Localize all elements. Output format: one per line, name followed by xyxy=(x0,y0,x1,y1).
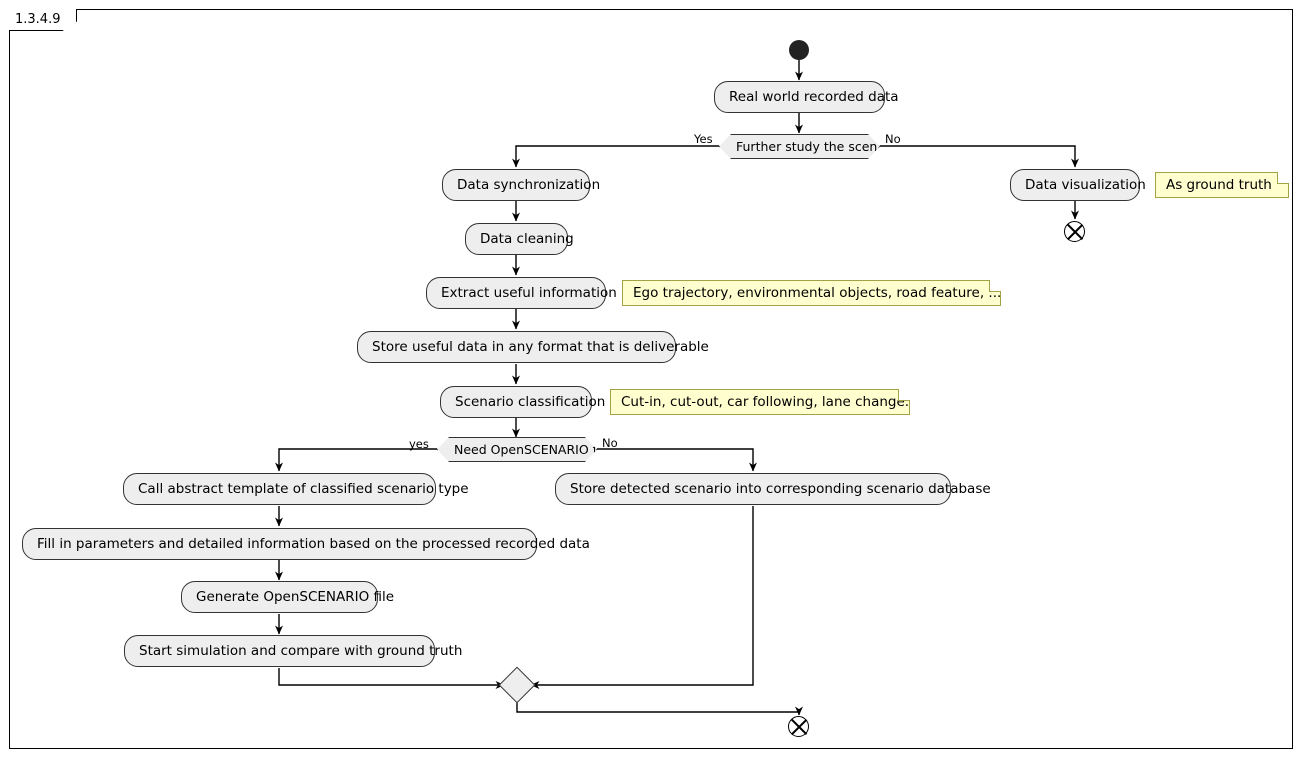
note-text: Cut-in, cut-out, car following, lane cha… xyxy=(621,394,910,410)
activity-call-abstract-template[interactable]: Call abstract template of classified sce… xyxy=(123,473,469,505)
note-text: Ego trajectory, environmental objects, r… xyxy=(633,285,1002,301)
decision-need-openscenario-file[interactable]: Need OpenSCENARIO file? xyxy=(437,437,597,462)
note-fold-corner xyxy=(989,280,1001,292)
initial-node xyxy=(789,40,809,60)
activity-fill-in-parameters[interactable]: Fill in parameters and detailed informat… xyxy=(22,528,590,560)
flow-final-node-right xyxy=(1064,221,1085,242)
activity-scenario-classification[interactable]: Scenario classification xyxy=(440,386,605,418)
guard-further-study-yes: Yes xyxy=(694,132,713,146)
activity-data-cleaning[interactable]: Data cleaning xyxy=(465,223,574,255)
activity-data-synchronization[interactable]: Data synchronization xyxy=(442,169,600,201)
guard-openscenario-no: No xyxy=(602,436,618,450)
activity-generate-openscenario-file[interactable]: Generate OpenSCENARIO file xyxy=(181,581,394,613)
activity-data-visualization[interactable]: Data visualization xyxy=(1010,169,1146,201)
note-as-ground-truth: As ground truth xyxy=(1155,172,1289,198)
activity-store-detected-scenario[interactable]: Store detected scenario into correspondi… xyxy=(555,473,991,505)
note-text: As ground truth xyxy=(1166,177,1272,193)
note-fold-corner xyxy=(1277,172,1289,184)
activity-extract-useful-information[interactable]: Extract useful information xyxy=(426,277,617,309)
note-classification-examples: Cut-in, cut-out, car following, lane cha… xyxy=(610,389,910,415)
activity-store-useful-data[interactable]: Store useful data in any format that is … xyxy=(357,331,709,363)
diagram-frame xyxy=(9,9,1293,749)
activity-real-world-recorded-data[interactable]: Real world recorded data xyxy=(714,81,899,113)
activity-start-simulation[interactable]: Start simulation and compare with ground… xyxy=(124,635,462,667)
frame-label: 1.3.4.9 xyxy=(9,9,78,31)
flow-final-node-bottom xyxy=(788,716,809,737)
decision-further-study-the-scenario[interactable]: Further study the scenario xyxy=(719,134,880,159)
guard-further-study-no: No xyxy=(885,132,901,146)
guard-openscenario-yes: yes xyxy=(409,437,429,451)
note-fold-corner xyxy=(898,389,910,401)
note-extract-details: Ego trajectory, environmental objects, r… xyxy=(622,280,1001,306)
